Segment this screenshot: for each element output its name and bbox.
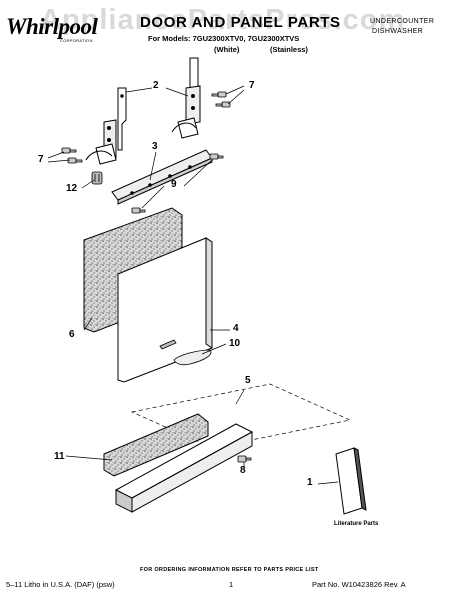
console-panel-outline xyxy=(130,383,352,449)
footer-litho: 5–11 Litho in U.S.A. (DAF) (psw) xyxy=(6,580,115,589)
callout-4: 4 xyxy=(233,323,239,334)
page-number: 1 xyxy=(229,580,234,589)
callout-9: 9 xyxy=(171,179,177,190)
variant-stainless: (Stainless) xyxy=(270,45,308,54)
door-panel xyxy=(117,237,213,383)
literature-booklet xyxy=(335,447,367,515)
door-rail xyxy=(111,149,213,205)
callout-2: 2 xyxy=(153,80,159,91)
rail-screws xyxy=(131,153,224,214)
callout-1: 1 xyxy=(307,477,313,488)
handle-insert xyxy=(159,339,212,366)
callout-7-left: 7 xyxy=(38,154,44,165)
left-door-hinge-bracket xyxy=(85,87,127,165)
part-number: Part No. W10423826 Rev. A xyxy=(312,580,406,589)
console-insulation xyxy=(103,413,209,477)
brand-subtitle: CORPORATION xyxy=(60,38,93,43)
callout-6: 6 xyxy=(69,329,75,340)
category-line-1: UNDERCOUNTER xyxy=(370,18,435,25)
variant-white: (White) xyxy=(214,45,240,54)
category-line-2: DISHWASHER xyxy=(372,28,424,35)
callout-11: 11 xyxy=(54,451,65,462)
watermark: AppliancePartsPros.com xyxy=(40,4,406,36)
callout-10: 10 xyxy=(229,338,241,349)
literature-parts-label: Literature Parts xyxy=(334,521,379,527)
right-door-hinge-bracket xyxy=(171,57,201,139)
brand-logo: Whirlpool xyxy=(6,14,98,39)
callout-12: 12 xyxy=(66,183,78,194)
console-panel xyxy=(114,423,254,513)
leader-lines xyxy=(47,85,339,485)
ordering-note: FOR ORDERING INFORMATION REFER TO PARTS … xyxy=(140,567,319,573)
callout-5: 5 xyxy=(245,375,251,386)
callout-7-right: 7 xyxy=(249,80,255,91)
callout-8: 8 xyxy=(240,465,246,476)
console-screw xyxy=(237,455,252,463)
model-numbers: For Models: 7GU2300XTV0, 7GU2300XTVS xyxy=(148,34,300,43)
hinge-screws xyxy=(61,91,231,164)
door-clip xyxy=(91,171,103,185)
callout-3: 3 xyxy=(152,141,158,152)
page-title: DOOR AND PANEL PARTS xyxy=(140,14,341,31)
